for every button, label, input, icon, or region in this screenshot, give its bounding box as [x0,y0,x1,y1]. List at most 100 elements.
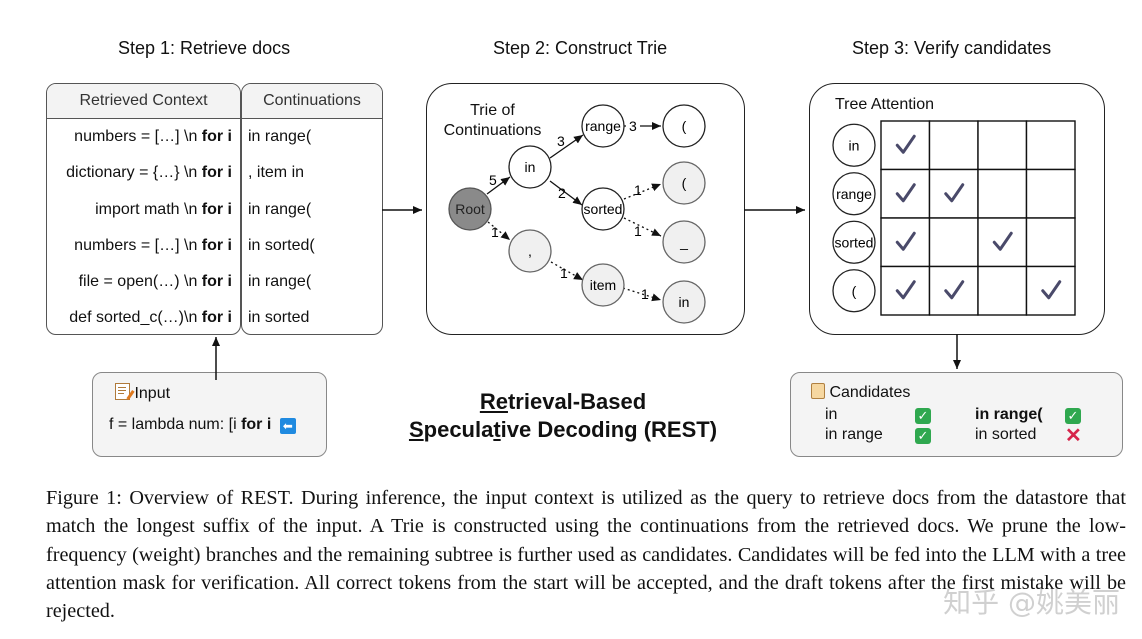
enter-icon: ⬅ [279,418,296,434]
retrieved-context-header: Retrieved Context [47,84,240,119]
trie-node-in2-label: in [679,294,690,310]
scroll-icon [811,383,825,399]
weight-root-in: 5 [489,172,497,188]
candidate-item: in✓ [825,406,955,424]
attention-check-icon [1041,280,1062,300]
weight-sorted-paren: 1 [634,182,642,198]
trie-node-paren2 [662,161,706,205]
weight-item-in: 1 [641,286,649,302]
diagram-svg: 5 1 3 2 3 1 1 1 1 Root in range ( sorted… [212,104,1076,380]
candidates-title: Candidates [829,384,911,401]
attention-cell [928,265,979,316]
trie-node-root [448,187,492,231]
figure-caption: Figure 1: Overview of REST. During infer… [46,487,1126,623]
context-bold-text: for i [201,200,232,218]
continuation-row: in range( [248,128,312,145]
candidate-item: in range( ✓ [975,406,1105,424]
step2-title: Step 2: Construct Trie [493,38,668,58]
context-row: def sorted_c(…)\n for i [47,300,240,334]
trie-title-line1: Trie of [470,102,515,119]
rest-title: Retrieval-Based Speculative Decoding (RE… [398,388,728,444]
trie-title: Trie of Continuations [440,101,545,141]
attention-check-icon [895,231,916,251]
context-text: numbers = […] \n [74,128,202,145]
context-row: numbers = […] \n for i [47,228,240,264]
attention-check-icon [944,280,965,300]
edge-sorted-underscore [623,217,662,237]
attention-cell [977,217,1028,268]
trie-node-comma-label: , [528,243,532,259]
weight-root-comma: 1 [491,224,499,240]
trie-node-root-label: Root [455,201,485,217]
trie-node-paren1 [662,104,706,148]
trie-node-item [581,263,625,307]
candidate-text: in range( [975,406,1043,423]
trie-node-comma [508,229,552,273]
attention-row-label: range [836,186,872,202]
attention-cell [928,120,979,171]
weight-comma-item: 1 [560,265,568,281]
attention-cell [880,120,931,171]
attention-cell [880,265,931,316]
input-text-bold: for i [241,416,272,433]
attention-cell [1025,120,1076,171]
attention-cell [880,168,931,219]
check-icon: ✓ [915,408,931,424]
trie-node-paren2-label: ( [682,175,687,191]
edge-in-range [549,134,584,159]
edge-sorted-paren [623,183,662,200]
trie-node-range [581,104,625,148]
trie-node-in-label: in [525,159,536,175]
weight-in-sorted: 2 [558,185,566,201]
rest-title-line2: Speculative Decoding (REST) [408,417,718,442]
context-bold-text: for i [201,164,232,182]
trie-node-underscore-label: _ [679,234,688,250]
edge-in-sorted [549,180,583,206]
attention-row-label: ( [852,283,857,299]
watermark: 知乎 @姚美丽 [943,586,1120,619]
cross-icon: ✕ [1065,425,1082,447]
step3-title: Step 3: Verify candidates [852,38,1052,58]
context-text: def sorted_c(…)\n [69,309,202,327]
attention-check-icon [895,280,916,300]
candidate-item: in range✓ [825,426,955,444]
step1-title: Step 1: Retrieve docs [118,38,291,58]
trie-node-sorted [581,187,625,231]
attention-cell [977,265,1028,316]
candidate-text: in sorted [975,426,1037,443]
weight-range-paren: 3 [629,118,637,134]
weight-sorted-underscore: 1 [634,223,642,239]
context-bold-text: for i [201,236,232,254]
input-text: f = lambda num: [i [109,416,242,433]
notepad-icon [115,383,135,400]
input-text-row: f = lambda num: [i for i ⬅ [109,416,296,434]
trie-title-line2: Continuations [443,122,542,139]
check-icon: ✓ [915,428,931,444]
trie-node-underscore [662,220,706,264]
tree-attention-title: Tree Attention [835,96,935,113]
context-row: import math \n for i [47,192,240,228]
attention-check-icon [895,183,916,203]
continuation-row: , item in [248,164,305,182]
trie-node-paren1-label: ( [682,118,687,134]
attention-row-label: in [849,137,860,153]
context-row: file = open(…) \n for i [47,264,240,300]
attention-cell [880,217,931,268]
context-text: numbers = […] \n [74,236,202,254]
context-text: file = open(…) \n [78,273,202,291]
rest-title-line1: Retrieval-Based [479,389,647,414]
edge-root-in [486,176,511,195]
context-text: import math \n [95,200,202,218]
input-title-row: Input [115,383,170,403]
context-bold-text: for i [201,128,232,145]
context-text: dictionary = {…} \n [66,164,202,182]
context-row: numbers = […] \n for i [47,119,240,155]
retrieved-context-table: Retrieved Context numbers = […] \n for i… [46,83,241,335]
attention-row-label: sorted [835,234,874,250]
attention-check-icon [895,134,916,154]
candidates-title-row: Candidates [811,383,910,402]
context-bold-text: for i [201,273,232,291]
edge-item-in [622,287,662,302]
check-icon: ✓ [1065,408,1081,424]
